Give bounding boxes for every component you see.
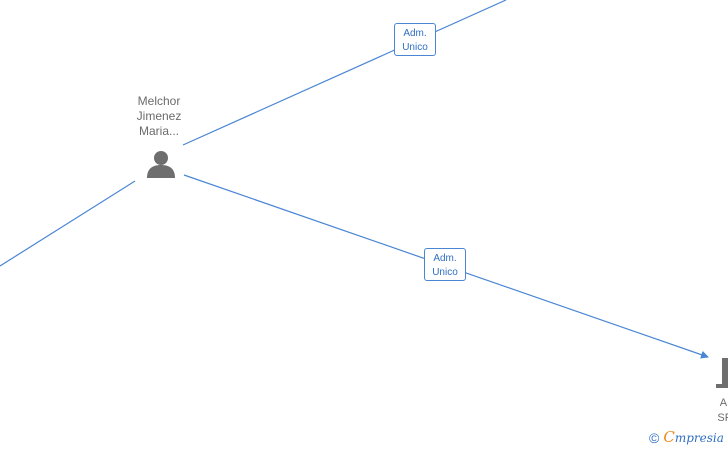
person-icon[interactable]: [147, 151, 175, 178]
edge-role-line-2: Unico: [402, 42, 428, 53]
person-name-line-2: Jimenez: [136, 109, 182, 123]
edge-line-upper: [182, 0, 507, 146]
edge-role-line-1: Adm.: [403, 28, 427, 39]
company-node-label[interactable]: AM SPA: [698, 396, 728, 426]
building-icon[interactable]: [716, 358, 728, 388]
company-name-line-1: AM: [719, 397, 728, 409]
brand-initial: C: [663, 428, 675, 446]
copyright-icon: ©: [649, 430, 660, 446]
edge-role-line-2: Unico: [432, 267, 458, 278]
edge-role-badge: Adm. Unico: [424, 248, 466, 281]
person-name-line-3: Maria...: [138, 124, 179, 138]
empresia-watermark: ©Cmpresia: [649, 428, 724, 446]
edge-role-badge: Adm. Unico: [394, 23, 436, 56]
edge-line-left: [0, 180, 136, 267]
company-name-line-2: SPA: [717, 412, 728, 424]
edge-role-line-1: Adm.: [433, 253, 457, 264]
person-name-line-1: Melchor: [137, 94, 181, 108]
brand-name: mpresia: [674, 431, 724, 445]
person-node-label[interactable]: Melchor Jimenez Maria...: [118, 94, 200, 139]
